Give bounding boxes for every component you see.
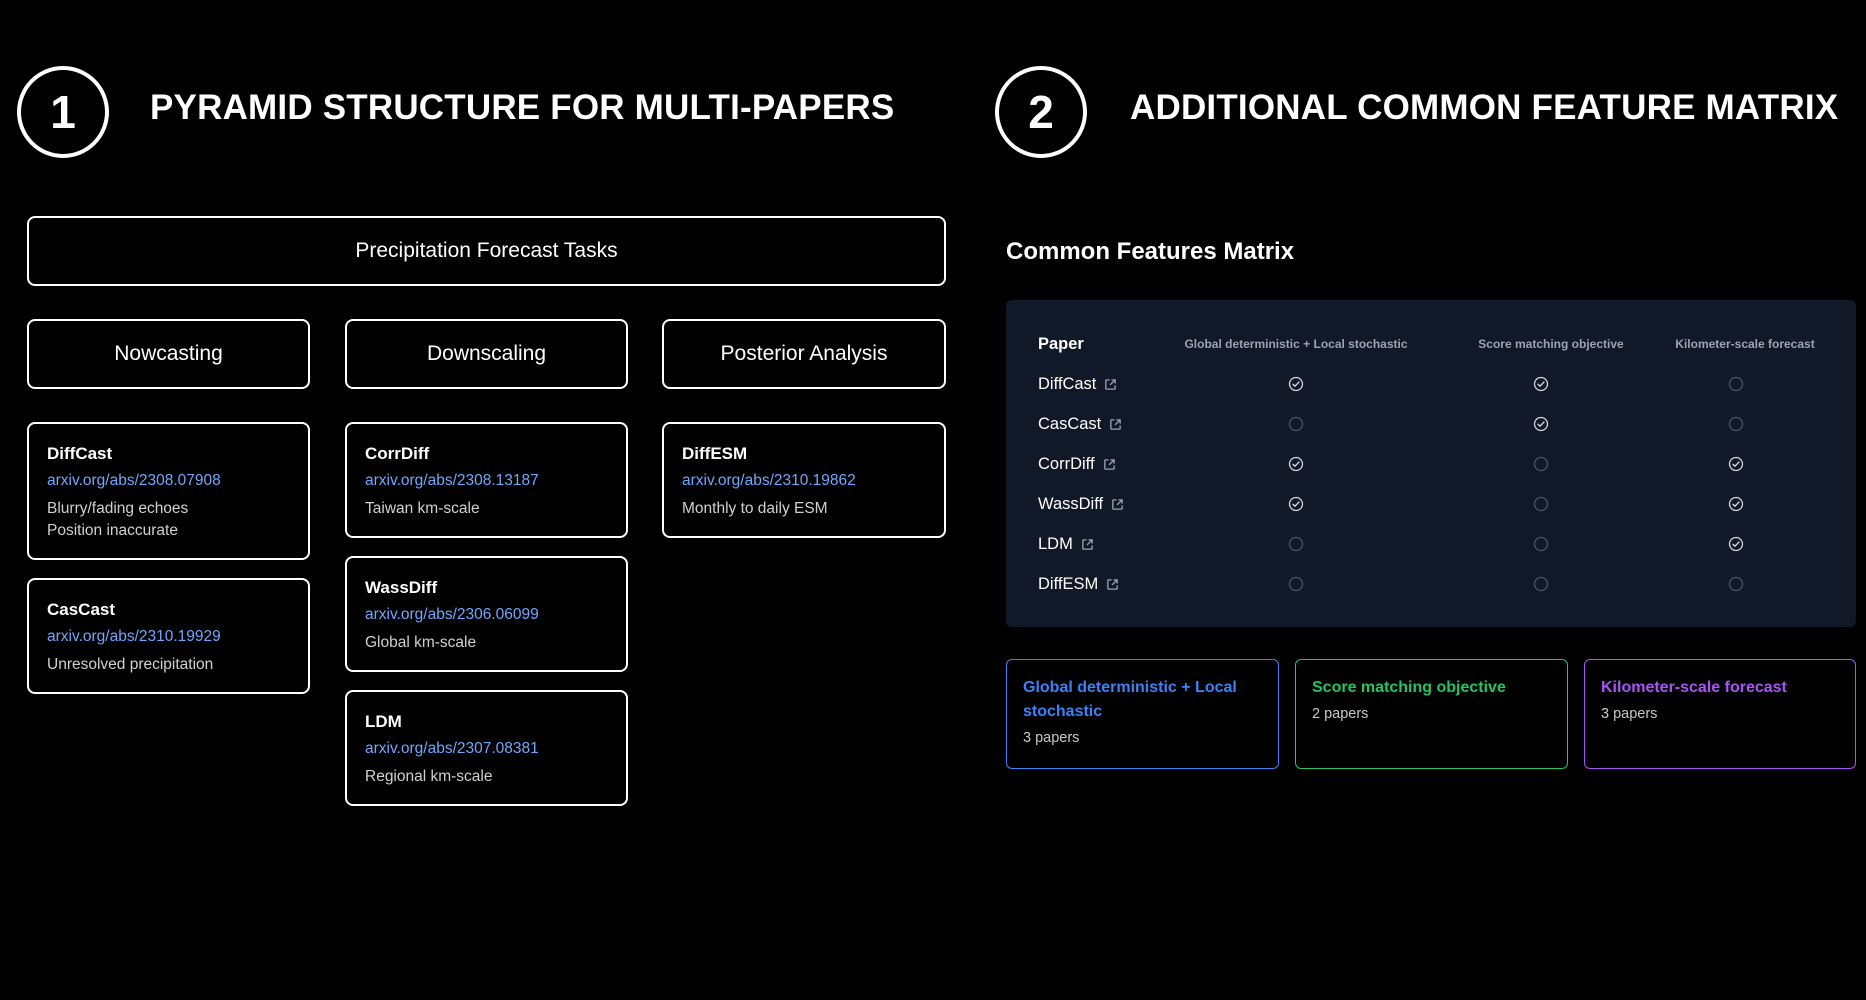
feature-matrix: Paper Global deterministic + Local stoch… — [1006, 300, 1856, 627]
paper-link[interactable]: arxiv.org/abs/2307.08381 — [365, 740, 539, 757]
summary-title: Kilometer-scale forecast — [1601, 679, 1787, 696]
column-header-score-matching: Score matching objective — [1478, 337, 1624, 351]
summary-card-score-matching: Score matching objective 2 papers — [1295, 659, 1568, 769]
summary-title: Score matching objective — [1312, 679, 1506, 696]
matrix-paper-name: DiffESM — [1038, 574, 1099, 593]
column-header-kilometer-scale: Kilometer-scale forecast — [1675, 337, 1815, 351]
paper-link[interactable]: arxiv.org/abs/2310.19929 — [47, 628, 221, 645]
paper-note: Regional km-scale — [365, 768, 493, 785]
category-nowcasting: Nowcasting — [27, 319, 310, 389]
summary-count: 3 papers — [1023, 730, 1080, 746]
paper-link[interactable]: arxiv.org/abs/2308.07908 — [47, 472, 221, 489]
category-posterior-analysis: Posterior Analysis — [662, 319, 946, 389]
external-link-icon[interactable] — [1109, 418, 1122, 431]
matrix-row: LDM — [1006, 524, 1856, 564]
matrix-paper-name: CorrDiff — [1038, 454, 1095, 473]
matrix-paper-link[interactable]: LDM — [1038, 524, 1094, 564]
summary-card-global-deterministic: Global deterministic + Local stochastic … — [1006, 659, 1279, 769]
paper-name: CorrDiff — [365, 444, 430, 463]
external-link-icon[interactable] — [1106, 578, 1119, 591]
summary-title: Global deterministic + Local stochastic — [1023, 679, 1237, 720]
paper-name: CasCast — [47, 600, 116, 619]
paper-note: Position inaccurate — [47, 522, 178, 539]
column-header-paper: Paper — [1038, 334, 1084, 353]
matrix-paper-link[interactable]: CasCast — [1038, 404, 1122, 444]
matrix-row: CasCast — [1006, 404, 1856, 444]
section-1-number: 1 — [17, 66, 109, 158]
external-link-icon[interactable] — [1081, 538, 1094, 551]
paper-name: LDM — [365, 712, 402, 731]
external-link-icon[interactable] — [1103, 458, 1116, 471]
summary-count: 3 papers — [1601, 706, 1658, 722]
pyramid-root: Precipitation Forecast Tasks — [27, 216, 946, 286]
matrix-paper-name: WassDiff — [1038, 494, 1104, 513]
paper-link[interactable]: arxiv.org/abs/2306.06099 — [365, 606, 539, 623]
paper-link[interactable]: arxiv.org/abs/2308.13187 — [365, 472, 539, 489]
paper-card-cascast: CasCast arxiv.org/abs/2310.19929 Unresol… — [27, 578, 310, 694]
summary-card-kilometer-scale: Kilometer-scale forecast 3 papers — [1584, 659, 1856, 769]
paper-card-diffesm: DiffESM arxiv.org/abs/2310.19862 Monthly… — [662, 422, 946, 538]
paper-name: DiffESM — [682, 444, 748, 463]
paper-link[interactable]: arxiv.org/abs/2310.19862 — [682, 472, 856, 489]
summary-count: 2 papers — [1312, 706, 1369, 722]
matrix-paper-link[interactable]: DiffESM — [1038, 564, 1119, 604]
paper-name: DiffCast — [47, 444, 113, 463]
matrix-heading: Common Features Matrix — [1006, 238, 1295, 265]
matrix-paper-name: LDM — [1038, 534, 1073, 553]
paper-note: Unresolved precipitation — [47, 656, 214, 673]
external-link-icon[interactable] — [1111, 498, 1124, 511]
paper-card-diffcast: DiffCast arxiv.org/abs/2308.07908 Blurry… — [27, 422, 310, 560]
matrix-row: DiffCast — [1006, 364, 1856, 404]
matrix-row: WassDiff — [1006, 484, 1856, 524]
matrix-paper-link[interactable]: DiffCast — [1038, 364, 1117, 404]
section-1-title: PYRAMID STRUCTURE FOR MULTI-PAPERS — [150, 88, 895, 127]
paper-card-ldm: LDM arxiv.org/abs/2307.08381 Regional km… — [345, 690, 628, 806]
matrix-row: CorrDiff — [1006, 444, 1856, 484]
external-link-icon[interactable] — [1104, 378, 1117, 391]
paper-card-wassdiff: WassDiff arxiv.org/abs/2306.06099 Global… — [345, 556, 628, 672]
paper-note: Blurry/fading echoes — [47, 500, 189, 517]
matrix-paper-name: CasCast — [1038, 414, 1102, 433]
section-2-title: ADDITIONAL COMMON FEATURE MATRIX — [1130, 88, 1839, 127]
column-header-global-deterministic: Global deterministic + Local stochastic — [1184, 337, 1408, 351]
paper-note: Global km-scale — [365, 634, 477, 651]
category-downscaling: Downscaling — [345, 319, 628, 389]
paper-note: Monthly to daily ESM — [682, 500, 828, 517]
matrix-row: DiffESM — [1006, 564, 1856, 604]
matrix-paper-link[interactable]: CorrDiff — [1038, 444, 1116, 484]
section-2-number: 2 — [995, 66, 1087, 158]
matrix-header-row: Paper Global deterministic + Local stoch… — [1006, 324, 1856, 364]
matrix-paper-link[interactable]: WassDiff — [1038, 484, 1124, 524]
paper-note: Taiwan km-scale — [365, 500, 480, 517]
paper-name: WassDiff — [365, 578, 438, 597]
paper-card-corrdiff: CorrDiff arxiv.org/abs/2308.13187 Taiwan… — [345, 422, 628, 538]
matrix-paper-name: DiffCast — [1038, 374, 1097, 393]
